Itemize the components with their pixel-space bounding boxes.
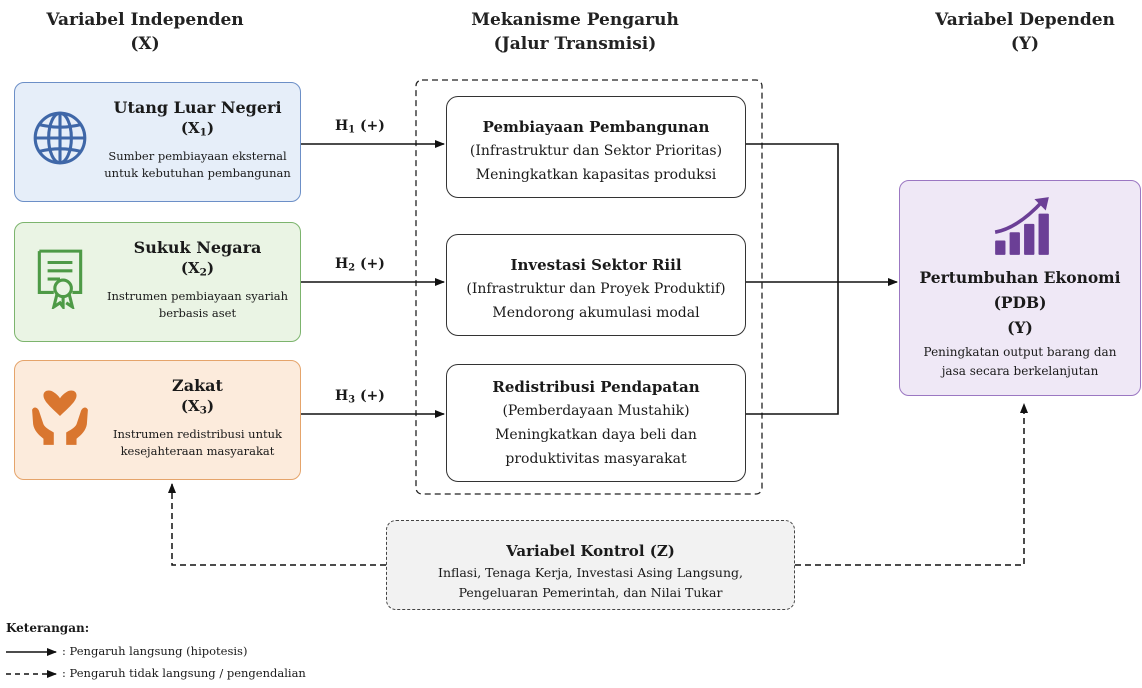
independent-desc: Sumber pembiayaan eksternal untuk kebutu… <box>104 148 291 180</box>
independent-desc: Instrumen redistribusi untuk kesejahtera… <box>112 426 282 458</box>
independent-title: Utang Luar Negeri <box>113 98 282 117</box>
independent-code: (X3) <box>180 397 215 417</box>
mechanism-effect: Mendorong akumulasi modal <box>492 305 700 321</box>
mechanism-effect: Meningkatkan kapasitas produksi <box>475 167 717 183</box>
mechanism-effect-2: produktivitas masyarakat <box>505 451 687 467</box>
independent-desc: Instrumen pembiayaan syariah berbasis as… <box>106 288 289 320</box>
dependent-title: Pertumbuhan Ekonomi <box>919 268 1121 287</box>
header-dependent-title: Variabel Dependen <box>935 10 1115 30</box>
mechanism-title: Redistribusi Pendapatan <box>492 378 700 396</box>
control-arrow-left <box>168 483 386 566</box>
connector-m1 <box>745 143 839 282</box>
independent-text-sukuk: Sukuk Negara (X2) Instrumen pembiayaan s… <box>99 237 296 322</box>
header-mechanism: Mekanisme Pengaruh (Jalur Transmisi) <box>455 8 695 56</box>
mechanism-box-pembiayaan: Pembiayaan Pembangunan (Infrastruktur da… <box>446 96 746 198</box>
mechanism-container <box>415 79 763 495</box>
mechanism-subtitle: (Pemberdayaan Mustahik) <box>502 403 690 419</box>
independent-box-zakat: Zakat (X3) Instrumen redistribusi untuk … <box>14 360 301 480</box>
header-dependent-code: (Y) <box>1010 34 1040 54</box>
hypothesis-label-h3: H3 (+) <box>335 388 385 406</box>
header-mechanism-title: Mekanisme Pengaruh <box>471 10 679 30</box>
certificate-icon <box>37 249 83 309</box>
header-independent-title: Variabel Independen <box>46 10 244 30</box>
globe-icon <box>33 111 87 165</box>
header-dependent: Variabel Dependen (Y) <box>915 8 1135 56</box>
mechanism-text: Pembiayaan Pembangunan (Infrastruktur da… <box>447 115 745 187</box>
mechanism-text: Investasi Sektor Riil (Infrastruktur dan… <box>447 253 745 325</box>
mechanism-subtitle: (Infrastruktur dan Sektor Prioritas) <box>469 143 723 159</box>
dependent-box: Pertumbuhan Ekonomi (PDB) (Y) Peningkata… <box>899 180 1141 396</box>
legend-dashed: : Pengaruh tidak langsung / pengendalian <box>62 666 306 680</box>
growth-chart-icon <box>994 197 1049 255</box>
control-vars-1: Inflasi, Tenaga Kerja, Investasi Asing L… <box>438 565 743 580</box>
header-independent-code: (X) <box>130 34 160 54</box>
control-title: Variabel Kontrol (Z) <box>506 542 675 560</box>
dependent-text: Pertumbuhan Ekonomi (PDB) (Y) Peningkata… <box>900 265 1140 381</box>
independent-title: Zakat <box>172 376 223 395</box>
independent-title: Sukuk Negara <box>133 238 262 257</box>
mechanism-text: Redistribusi Pendapatan (Pemberdayaan Mu… <box>447 375 745 471</box>
independent-box-sukuk: Sukuk Negara (X2) Instrumen pembiayaan s… <box>14 222 301 342</box>
header-independent: Variabel Independen (X) <box>30 8 260 56</box>
independent-box-utang: Utang Luar Negeri (X1) Sumber pembiayaan… <box>14 82 301 202</box>
control-text: Variabel Kontrol (Z) Inflasi, Tenaga Ker… <box>387 539 794 603</box>
mechanism-effect: Meningkatkan daya beli dan <box>495 427 697 443</box>
legend-dashed-label: : Pengaruh tidak langsung / pengendalian <box>62 666 306 680</box>
connector-m3 <box>745 282 839 415</box>
header-mechanism-subtitle: (Jalur Transmisi) <box>493 34 657 54</box>
legend-solid-label: : Pengaruh langsung (hipotesis) <box>62 644 248 658</box>
mechanism-subtitle: (Infrastruktur dan Proyek Produktif) <box>466 281 726 297</box>
independent-text-zakat: Zakat (X3) Instrumen redistribusi untuk … <box>99 375 296 460</box>
hypothesis-label-h2: H2 (+) <box>335 256 385 274</box>
control-box: Variabel Kontrol (Z) Inflasi, Tenaga Ker… <box>386 520 795 610</box>
control-arrow-right <box>795 403 1028 566</box>
dependent-code: (Y) <box>1007 318 1033 337</box>
legend-title: Keterangan: <box>6 621 90 635</box>
hypothesis-label-h1: H1 (+) <box>335 118 385 136</box>
mechanism-title: Pembiayaan Pembangunan <box>482 118 710 136</box>
mechanism-box-investasi: Investasi Sektor Riil (Infrastruktur dan… <box>446 234 746 336</box>
dependent-desc: Peningkatan output barang dan jasa secar… <box>923 345 1117 378</box>
heart-hands-icon <box>32 390 88 445</box>
independent-code: (X1) <box>180 119 215 139</box>
mechanism-box-redistribusi: Redistribusi Pendapatan (Pemberdayaan Mu… <box>446 364 746 482</box>
dependent-subtitle: (PDB) <box>993 293 1047 312</box>
independent-code: (X2) <box>180 259 215 279</box>
legend-solid: : Pengaruh langsung (hipotesis) <box>62 644 247 658</box>
control-vars-2: Pengeluaran Pemerintah, dan Nilai Tukar <box>458 585 723 600</box>
mechanism-title: Investasi Sektor Riil <box>510 256 682 274</box>
independent-text-utang: Utang Luar Negeri (X1) Sumber pembiayaan… <box>99 97 296 182</box>
